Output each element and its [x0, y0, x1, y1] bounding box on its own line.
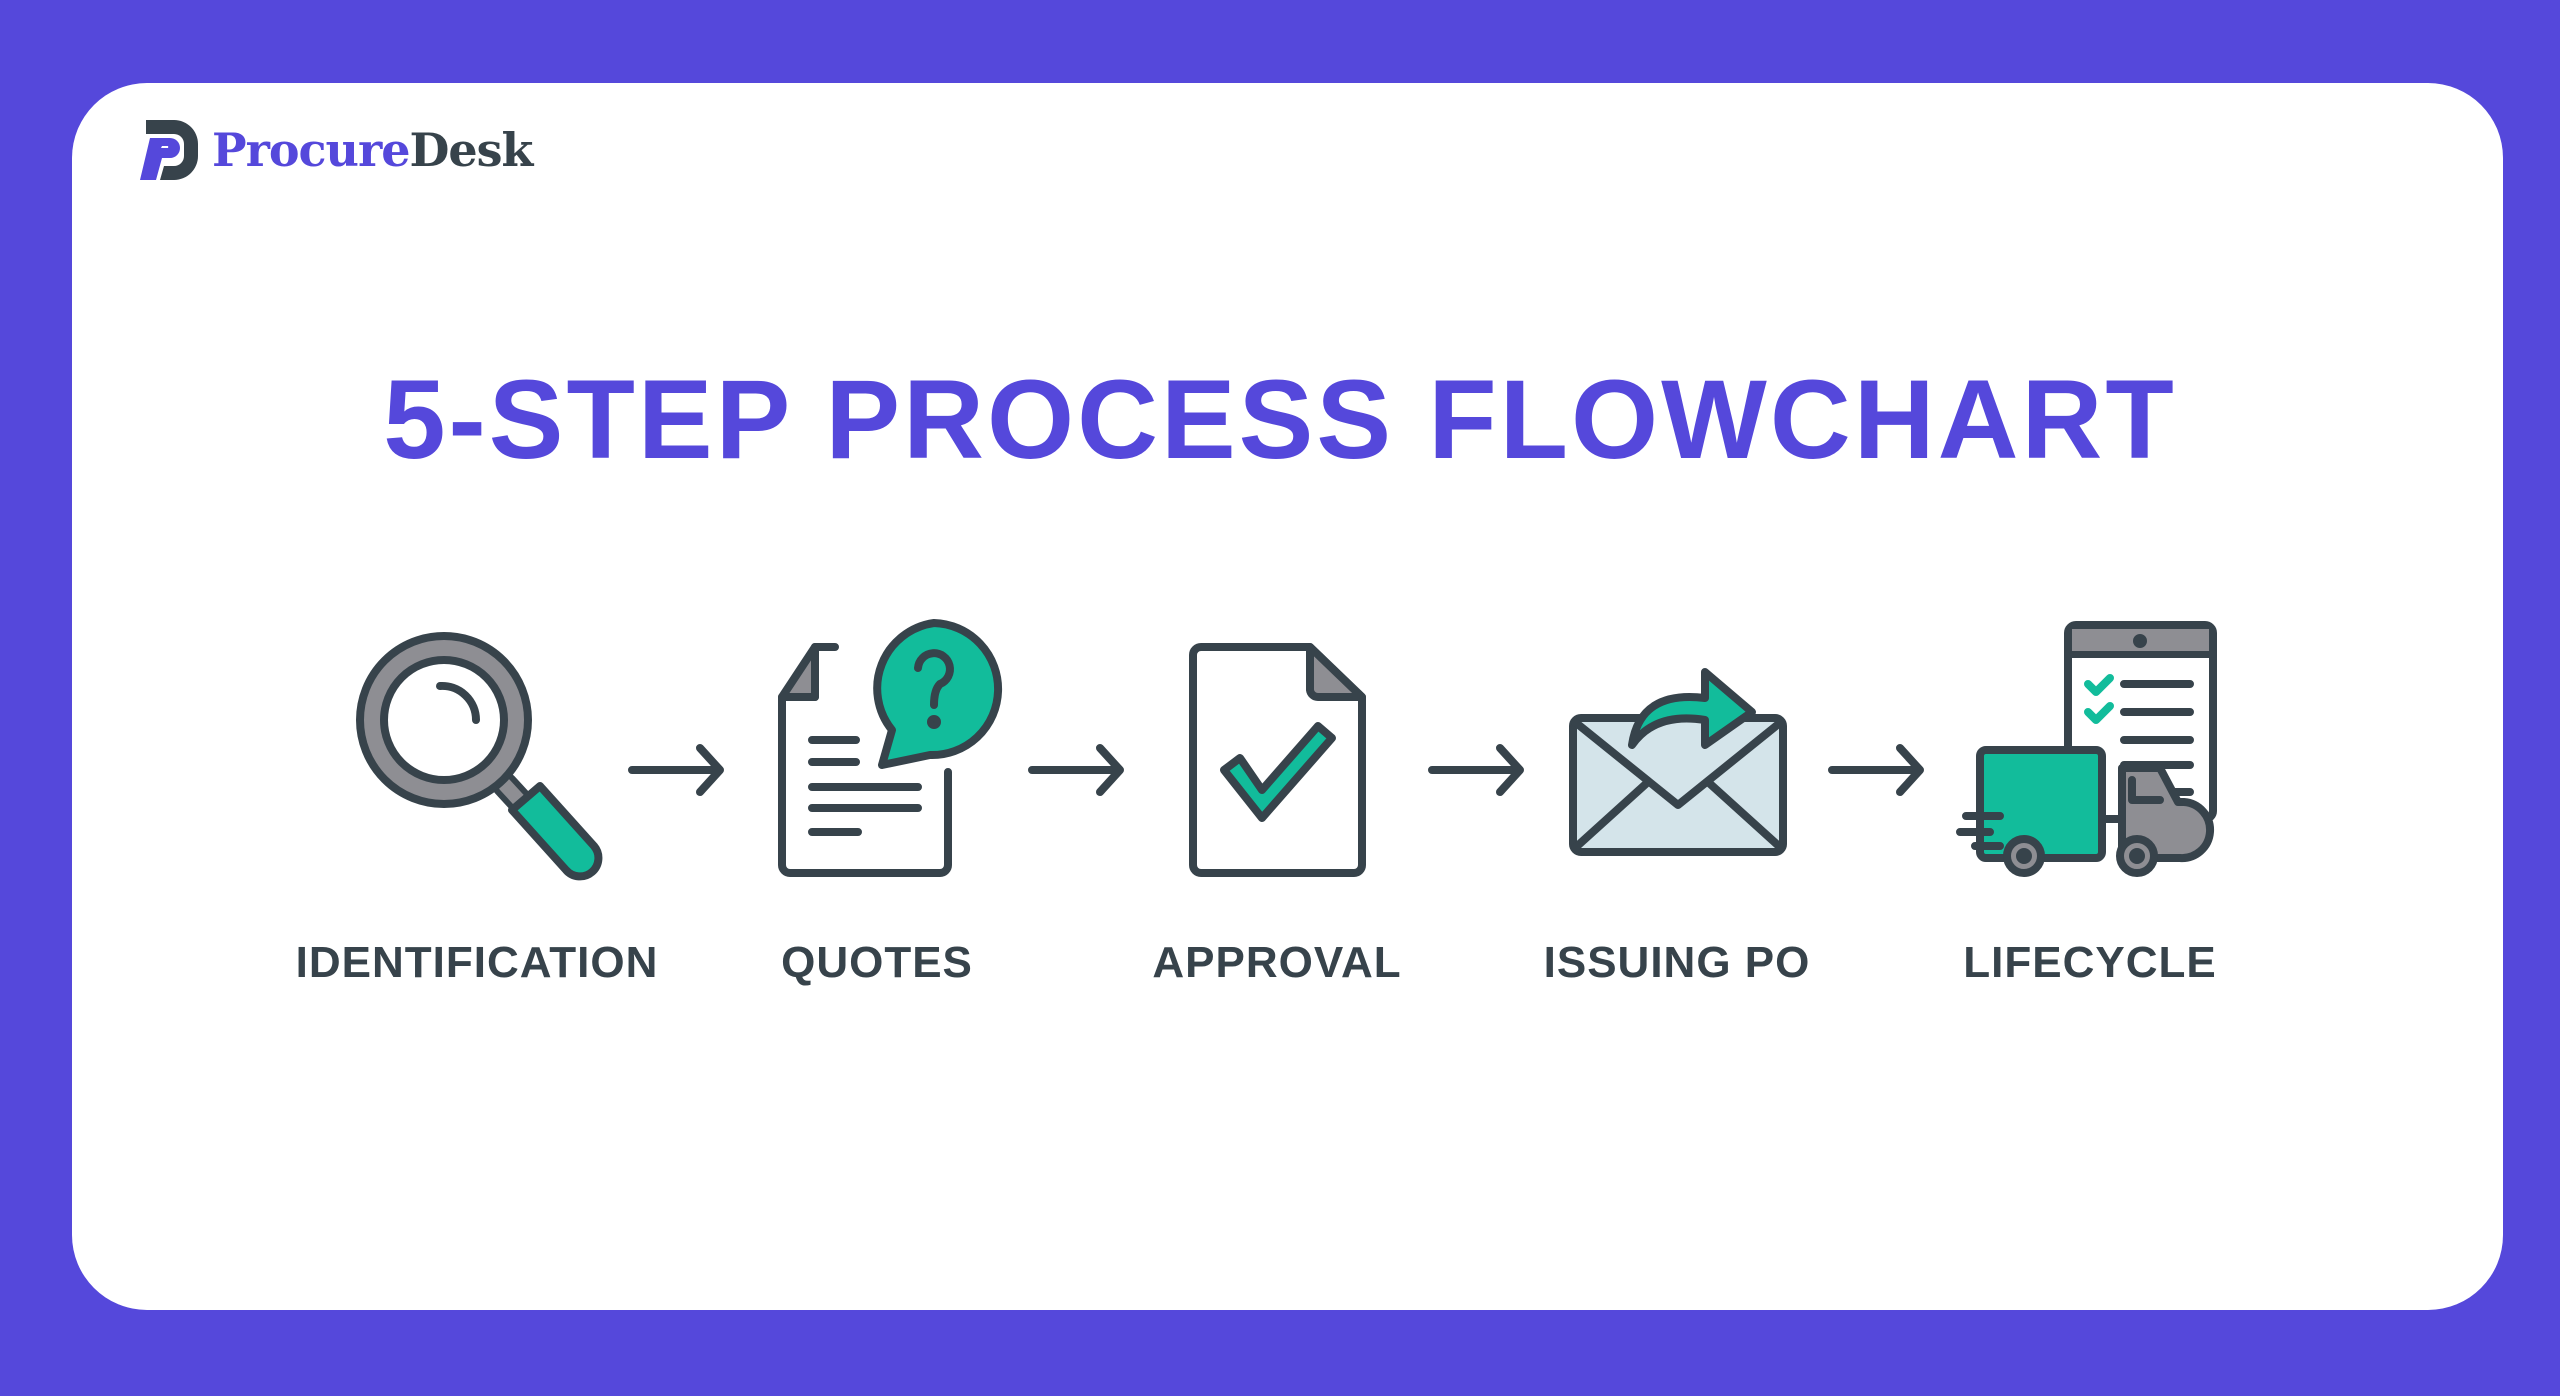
magnifier-icon: [356, 632, 603, 881]
arrow-icon: [628, 744, 724, 796]
document-question-icon: [778, 619, 1003, 877]
arrow-icon: [1828, 744, 1924, 796]
step-label-quotes: QUOTES: [781, 938, 973, 987]
document-check-icon: [1189, 643, 1366, 877]
step-label-issuing-po: ISSUING PO: [1543, 938, 1811, 987]
step-label-lifecycle: LIFECYCLE: [1963, 938, 2217, 987]
brand-name-part2: Desk: [409, 123, 533, 177]
arrow-icon: [1428, 744, 1524, 796]
envelope-send-icon: [1569, 668, 1787, 856]
brand-name-part1: Procure: [212, 123, 410, 177]
arrow-icon: [1028, 744, 1124, 796]
truck-checklist-icon: [1956, 621, 2217, 877]
step-label-approval: APPROVAL: [1152, 938, 1402, 987]
logo-mark-icon: [140, 120, 198, 180]
step-label-identification: IDENTIFICATION: [295, 938, 659, 987]
brand-logo[interactable]: ProcureDesk: [140, 120, 533, 180]
page-title: 5-STEP PROCESS FLOWCHART: [383, 357, 2177, 482]
